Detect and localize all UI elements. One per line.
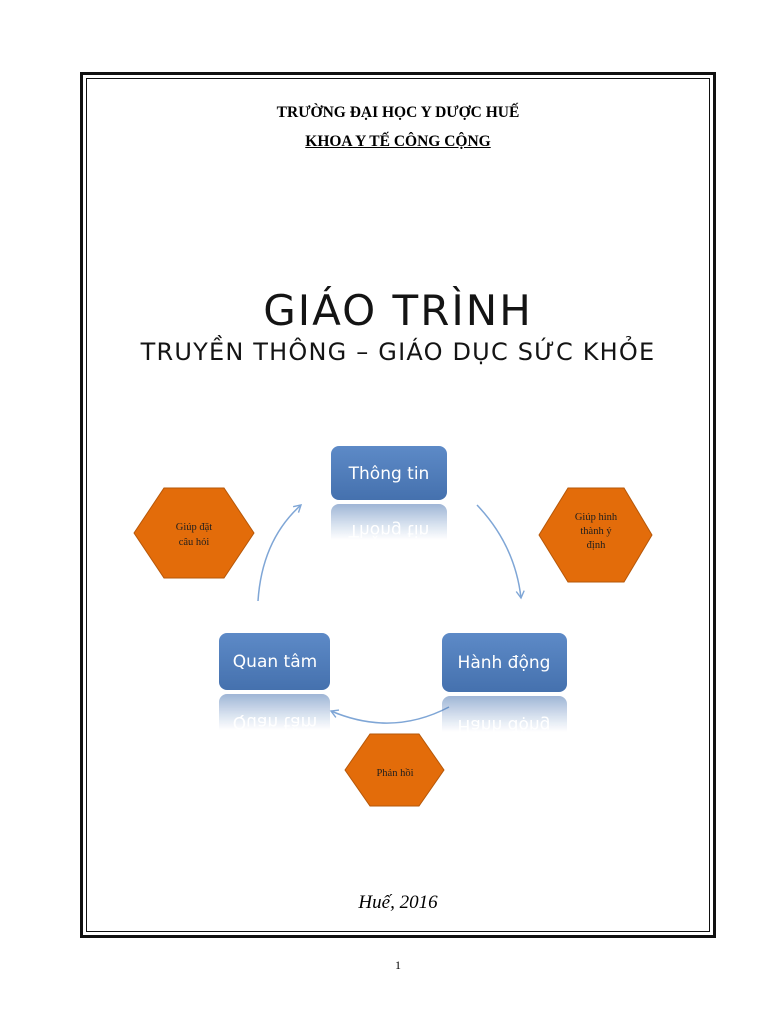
box-action-reflection: Hành động: [442, 696, 567, 755]
box-information-reflection: Thông tin: [331, 504, 447, 558]
place-and-year: Huế, 2016: [358, 892, 438, 913]
hexagon-feedback-label: Phản hồi: [376, 768, 413, 779]
box-action-label: Hành động: [458, 653, 551, 673]
hexagon-form-intention-line-3: định: [587, 540, 606, 551]
box-information: Thông tin: [331, 446, 447, 500]
box-information-label: Thông tin: [348, 464, 430, 484]
box-interest-reflection-label: Quan tâm: [233, 712, 317, 732]
box-action: Hành động: [442, 633, 567, 692]
hexagon-ask-questions: Giúp đặt câu hỏi: [133, 487, 255, 579]
page-number: 1: [395, 958, 401, 972]
box-action-reflection-label: Hành động: [458, 715, 551, 735]
page-border: [80, 72, 716, 938]
hexagon-ask-questions-line-2: câu hỏi: [179, 537, 210, 548]
university-name: TRƯỜNG ĐẠI HỌC Y DƯỢC HUẾ: [276, 104, 520, 121]
hexagon-form-intention-line-2: thành ý: [580, 526, 612, 537]
box-interest-reflection: Quan tâm: [219, 694, 330, 751]
box-reflections: Thông tin Hành động Quan tâm: [219, 504, 567, 755]
document-title: GIÁO TRÌNH: [263, 286, 533, 335]
box-interest-label: Quan tâm: [233, 652, 317, 672]
hexagon-form-intention: Giúp hình thành ý định: [538, 487, 653, 583]
arrow-interest-to-information: [257, 504, 303, 602]
arrow-action-to-interest: [329, 706, 450, 724]
page-border-inner-line: [86, 78, 710, 932]
box-information-reflection-label: Thông tin: [348, 520, 430, 540]
faculty-name: KHOA Y TẾ CÔNG CỘNG: [305, 133, 491, 150]
hexagon-feedback: Phản hồi: [344, 733, 445, 807]
arrow-information-to-action: [476, 504, 525, 600]
box-interest: Quan tâm: [219, 633, 330, 690]
hexagon-form-intention-line-1: Giúp hình: [575, 512, 618, 523]
document-subtitle: TRUYỀN THÔNG – GIÁO DỤC SỨC KHỎE: [140, 338, 656, 366]
hexagon-ask-questions-line-1: Giúp đặt: [176, 522, 213, 533]
